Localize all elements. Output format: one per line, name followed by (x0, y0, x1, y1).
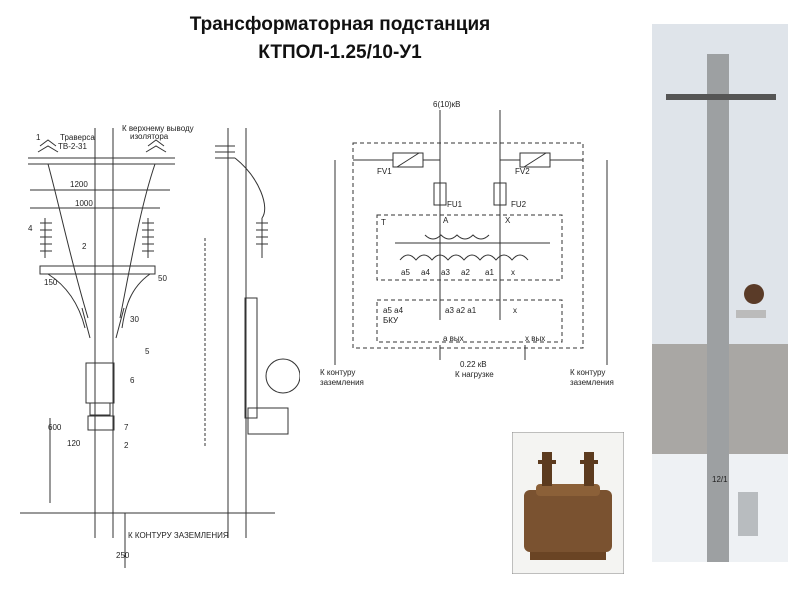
pole-number: 12/1 (712, 475, 728, 484)
transformer-photo (512, 432, 624, 574)
dim-600: 600 (48, 423, 62, 432)
ground-right-label-1: К контуру (570, 368, 605, 377)
page-subtitle: КТПОЛ-1.25/10-У1 (258, 42, 422, 63)
page-title: Трансформаторная подстанция (189, 14, 491, 35)
tap-a2: а2 (461, 268, 470, 277)
dim-120: 120 (67, 439, 81, 448)
fv1-label: FV1 (377, 167, 392, 176)
traverse-code: ТВ-2-31 (58, 142, 87, 151)
top-lead-label: К верхнему выводу (122, 124, 194, 133)
transformer-t-label: T (381, 218, 386, 227)
lv-label: 0.22 кВ (460, 360, 487, 369)
electrical-schematic: 6(10)кВ FV1 FV2 FU1 FU2 T A X а5 а4 а3 а… (320, 100, 614, 387)
pos-1: 1 (36, 133, 41, 142)
pos-2-lower: 2 (124, 441, 129, 450)
tap-a5: а5 (401, 268, 410, 277)
load-label: К нагрузке (455, 370, 494, 379)
pos-6: 6 (130, 376, 135, 385)
bku-tap-a3a2a1: а3 а2 а1 (445, 306, 477, 315)
ground-left-label-1: К контуру (320, 368, 355, 377)
dim-1000: 1000 (75, 199, 93, 208)
dim-250: 250 (116, 551, 130, 560)
ground-label: К КОНТУРУ ЗАЗЕМЛЕНИЯ (128, 531, 229, 540)
ground-right-label-2: заземления (570, 378, 614, 387)
bku-tap-x: x (513, 306, 517, 315)
tap-a4: а4 (421, 268, 430, 277)
tap-x: x (511, 268, 515, 277)
pos-2-upper: 2 (82, 242, 87, 251)
a-out-label: а вых (443, 334, 464, 343)
terminal-x-label: X (505, 216, 511, 225)
fu2-label: FU2 (511, 200, 527, 209)
pole-photo: 12/1 (652, 24, 788, 562)
fu1-label: FU1 (447, 200, 463, 209)
traverse-label: Траверса (60, 133, 95, 142)
hv-label: 6(10)кВ (433, 100, 461, 109)
dim-1200: 1200 (70, 180, 88, 189)
x-out-label: x вых (525, 334, 545, 343)
tap-a3: а3 (441, 268, 450, 277)
dim-30: 30 (130, 315, 139, 324)
pos-4: 4 (28, 224, 33, 233)
top-lead-label-2: изолятора (130, 132, 169, 141)
ground-left-label-2: заземления (320, 378, 364, 387)
pos-7: 7 (124, 423, 129, 432)
bku-tap-a5a4: а5 а4 (383, 306, 404, 315)
tap-a1: а1 (485, 268, 494, 277)
fv2-label: FV2 (515, 167, 530, 176)
dim-150: 150 (44, 278, 58, 287)
dim-50: 50 (158, 274, 167, 283)
mounting-drawing: Траверса ТВ-2-31 К верхнему выводу изоля… (20, 124, 300, 568)
pos-5: 5 (145, 347, 150, 356)
bku-label: БКУ (383, 316, 399, 325)
terminal-a-label: A (443, 216, 449, 225)
